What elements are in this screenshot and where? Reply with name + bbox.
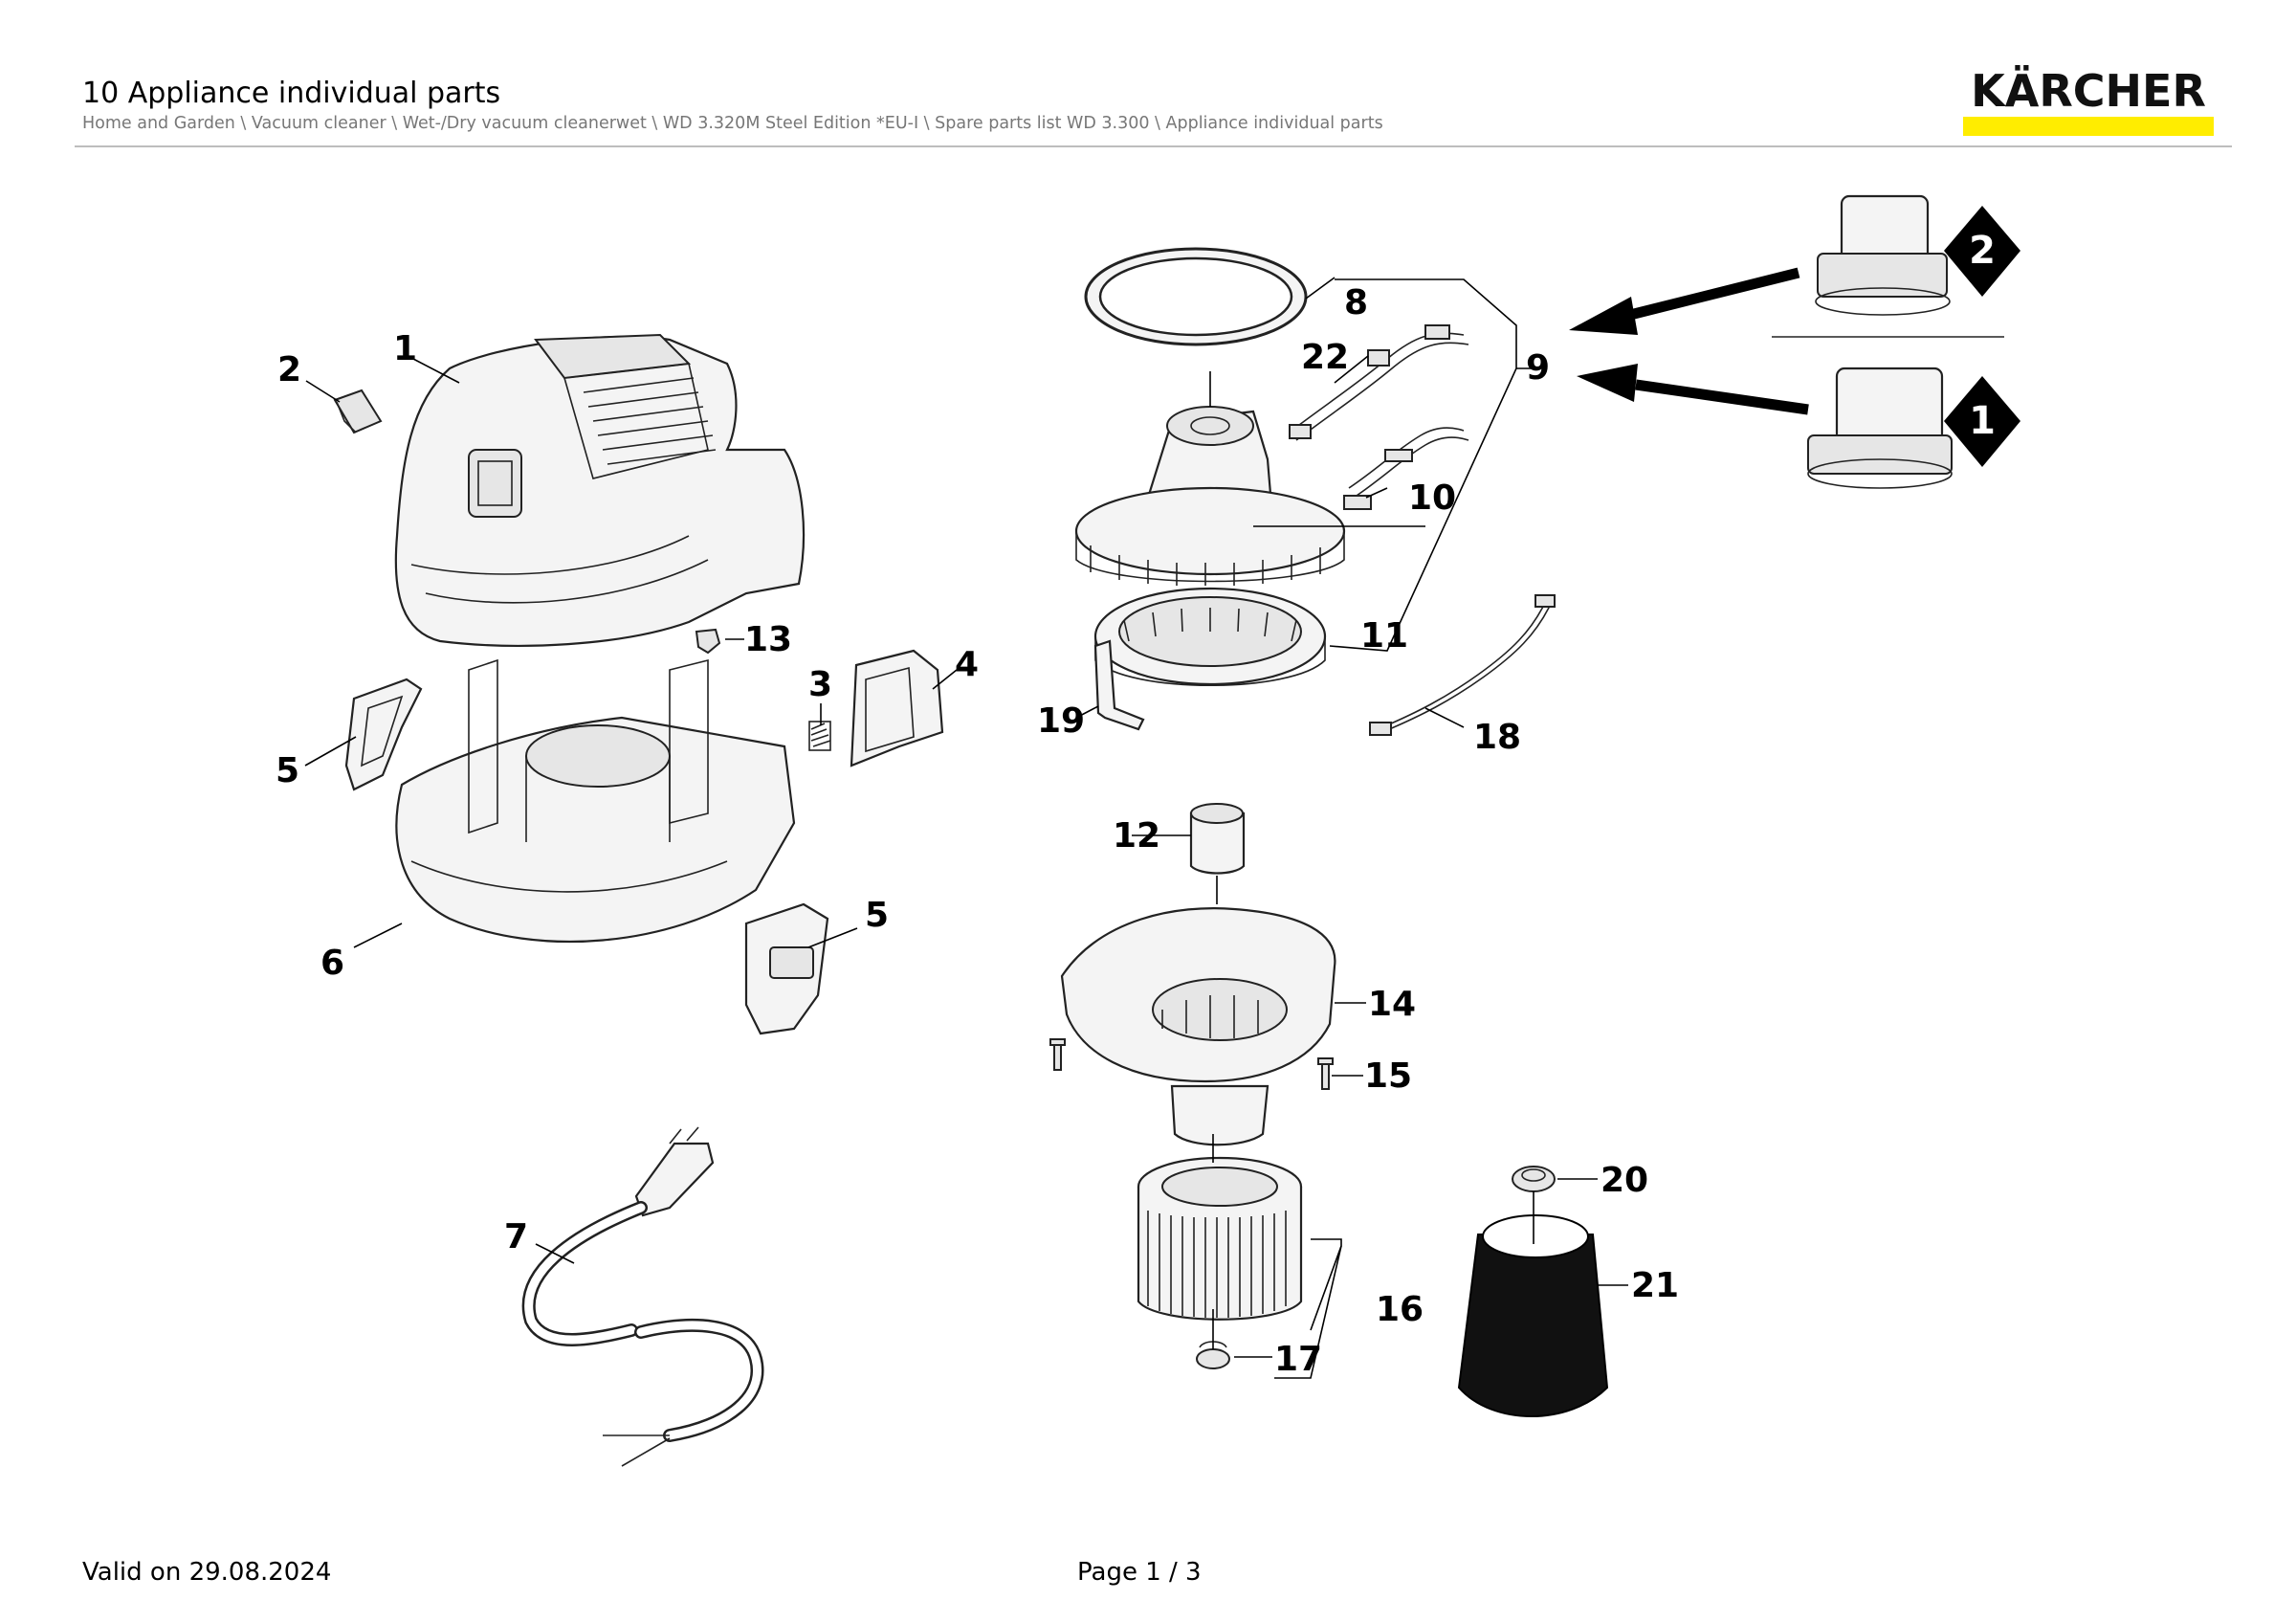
- label-8: 8: [1344, 283, 1368, 322]
- header-divider: [75, 145, 2232, 147]
- part-14-motor-cover[interactable]: [1060, 907, 1336, 1146]
- valid-date: Valid on 29.08.2024: [82, 1558, 332, 1587]
- karcher-logo: KÄRCHER: [1963, 67, 2214, 138]
- label-6: 6: [320, 944, 344, 983]
- part-11-ring[interactable]: [1093, 587, 1327, 686]
- label-1: 1: [393, 329, 417, 368]
- part-labels: 1 2 3 4 5 5 6 7 8 9 10 11 12 13 14 15 16…: [276, 283, 1679, 1379]
- leader-lines: [304, 277, 1628, 1379]
- label-19: 19: [1037, 701, 1085, 741]
- part-8-seal-ring[interactable]: [1084, 247, 1308, 346]
- part-13-clip[interactable]: [695, 628, 721, 655]
- label-13: 13: [744, 620, 792, 659]
- part-5-latch-right[interactable]: [744, 902, 829, 1035]
- page-title: 10 Appliance individual parts: [82, 77, 501, 110]
- label-20: 20: [1601, 1161, 1648, 1200]
- label-18: 18: [1473, 718, 1521, 757]
- svg-text:2: 2: [1969, 229, 1996, 273]
- label-22: 22: [1301, 338, 1349, 377]
- label-17: 17: [1274, 1340, 1322, 1379]
- part-15-screw-b: [1049, 1038, 1066, 1071]
- logo-accent-bar: [1963, 117, 2214, 136]
- part-20-nut[interactable]: [1512, 1166, 1556, 1192]
- label-12: 12: [1113, 816, 1160, 856]
- arrow-variant-1: [1577, 364, 1809, 415]
- logo-text: KÄRCHER: [1971, 65, 2206, 117]
- breadcrumb: Home and Garden \ Vacuum cleaner \ Wet-/…: [82, 114, 1383, 133]
- svg-text:1: 1: [1969, 399, 1996, 443]
- label-15: 15: [1364, 1056, 1412, 1096]
- label-9: 9: [1526, 348, 1550, 388]
- label-7: 7: [504, 1217, 528, 1256]
- label-3: 3: [808, 665, 832, 704]
- label-2: 2: [277, 350, 301, 389]
- part-1-top-cover[interactable]: [394, 333, 806, 647]
- part-22-wiring[interactable]: [1289, 324, 1469, 441]
- label-14: 14: [1368, 985, 1416, 1024]
- part-5-latch-left[interactable]: [344, 678, 423, 791]
- label-21: 21: [1631, 1266, 1679, 1305]
- label-11: 11: [1360, 616, 1408, 656]
- part-15-screw[interactable]: [1317, 1057, 1334, 1090]
- part-10-wiring[interactable]: [1343, 427, 1469, 510]
- part-3-spring[interactable]: [808, 721, 831, 751]
- label-5-left: 5: [276, 751, 299, 790]
- motor-variant-2[interactable]: [1815, 194, 1951, 316]
- page-number: Page 1 / 3: [1077, 1558, 1202, 1587]
- part-2-switch[interactable]: [333, 389, 383, 434]
- part-19-bracket[interactable]: [1093, 639, 1145, 731]
- label-5-right: 5: [865, 896, 889, 935]
- part-7-power-cord[interactable]: [521, 1126, 764, 1467]
- part-16-cartridge-filter[interactable]: [1137, 1156, 1303, 1321]
- part-12-bushing[interactable]: [1189, 803, 1246, 875]
- part-4-cover-plate[interactable]: [850, 649, 944, 767]
- part-21-foam-filter[interactable]: [1457, 1214, 1609, 1417]
- label-10: 10: [1408, 478, 1456, 518]
- variant-marker-1: 1: [1944, 376, 2020, 467]
- part-18-cable[interactable]: [1369, 594, 1556, 736]
- label-16: 16: [1376, 1290, 1424, 1329]
- variant-marker-2: 2: [1944, 206, 2020, 297]
- arrow-variant-2: [1569, 267, 1800, 335]
- part-6-base-housing[interactable]: [395, 658, 796, 944]
- label-4: 4: [955, 645, 979, 684]
- motor-variant-1[interactable]: [1807, 367, 1953, 489]
